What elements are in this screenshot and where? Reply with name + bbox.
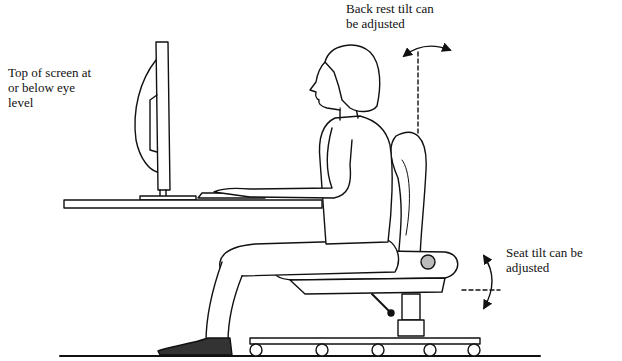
tilt-arrow	[484, 256, 492, 308]
tilt-arrow	[404, 46, 450, 56]
horizontal-guide-line	[462, 289, 500, 290]
monitor	[135, 42, 196, 200]
callout-label: Back rest tilt can be adjusted	[346, 2, 442, 32]
seated-woman	[158, 45, 399, 355]
callout-label: Top of screen at or below eye level	[8, 66, 92, 111]
vertical-guide-line	[417, 52, 418, 134]
floor-line	[60, 355, 540, 357]
callout-label: Seat tilt can be adjusted	[506, 246, 606, 276]
